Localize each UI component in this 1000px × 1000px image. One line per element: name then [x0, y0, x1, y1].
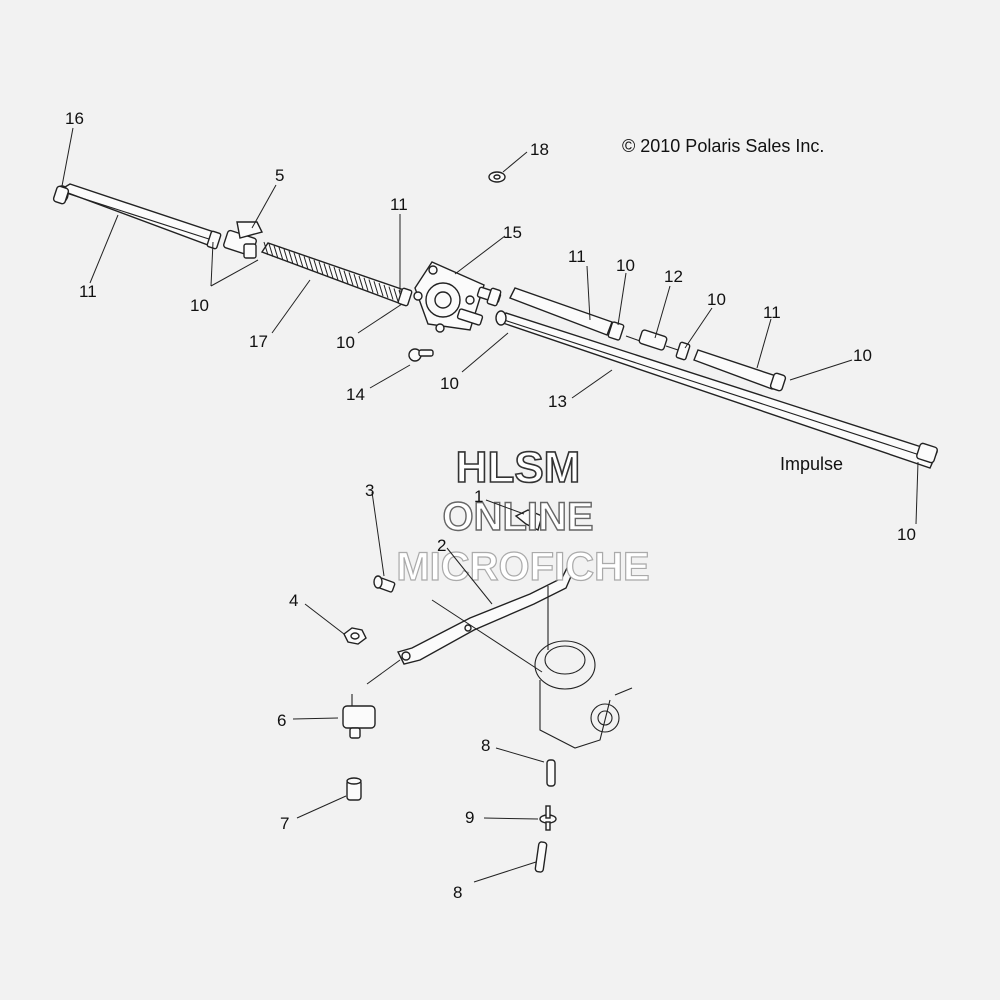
callout-8: 8 — [453, 883, 462, 902]
callout-10: 10 — [853, 346, 872, 365]
bracket-clip — [514, 509, 543, 532]
inline-fuel-filter — [625, 329, 679, 351]
spring-coil — [318, 261, 324, 275]
callout-13: 13 — [548, 392, 567, 411]
svg-text:HLSM: HLSM — [456, 443, 581, 492]
spring-coil — [388, 286, 394, 300]
callout-14: 14 — [346, 385, 365, 404]
callout-16: 16 — [65, 109, 84, 128]
spring-coil — [288, 250, 294, 265]
callout-numbers: 16 11 10 5 17 10 11 15 18 14 10 11 10 12… — [65, 109, 916, 902]
svg-text:ONLINE: ONLINE — [442, 495, 593, 539]
spring-coil — [268, 243, 274, 257]
callout-12: 12 — [664, 267, 683, 286]
pin-lower — [534, 841, 548, 873]
callout-4: 4 — [289, 591, 298, 610]
spring-coil — [338, 268, 344, 282]
callout-11: 11 — [79, 282, 97, 301]
copyright-notice: © 2010 Polaris Sales Inc. — [622, 136, 824, 156]
fuel-pump — [413, 261, 502, 333]
watermark: HLSM ONLINE MICROFICHE — [396, 442, 651, 589]
callout-17: 17 — [249, 332, 268, 351]
spring-coil — [298, 254, 304, 268]
callout-6: 6 — [277, 711, 286, 730]
spring-coil — [323, 263, 329, 277]
callout-11: 11 — [568, 247, 586, 266]
carburetor — [534, 640, 633, 749]
callout-10: 10 — [336, 333, 355, 352]
callout-10: 10 — [707, 290, 726, 309]
rubber-mount — [342, 694, 376, 739]
spring-coil — [343, 270, 349, 284]
spring-coil — [358, 275, 364, 290]
spring-coil — [263, 241, 269, 256]
flange-nut — [343, 627, 367, 645]
spring-coil — [303, 256, 309, 270]
callout-3: 3 — [365, 481, 374, 500]
spring-coil — [348, 272, 354, 286]
spring-coil — [378, 282, 384, 297]
hose-clamp-pump-outlet — [486, 287, 502, 307]
callout-11: 11 — [763, 303, 781, 322]
spring-coil — [328, 265, 334, 279]
spring-coil — [353, 273, 359, 288]
callout-11: 11 — [390, 195, 408, 214]
pin-upper — [546, 759, 556, 787]
spring-coil — [308, 257, 314, 272]
hose-end-cap-16 — [52, 185, 70, 205]
spring-coil — [313, 259, 319, 274]
callout-8: 8 — [481, 736, 490, 755]
fuel-hose-outlet — [509, 287, 613, 336]
callout-1: 1 — [474, 487, 483, 506]
hose-clamp-left — [206, 230, 222, 250]
callout-18: 18 — [530, 140, 549, 159]
spring-coil — [363, 277, 369, 291]
washer — [488, 171, 506, 183]
mounting-bracket — [396, 564, 573, 665]
callout-9: 9 — [465, 808, 474, 827]
spring-coil — [368, 279, 374, 293]
bracket-bolt — [373, 575, 396, 593]
fuel-shutoff-valve — [223, 221, 264, 259]
svg-text:MICROFICHE: MICROFICHE — [396, 545, 649, 589]
callout-5: 5 — [275, 166, 284, 185]
spring-coil — [393, 288, 399, 302]
spacer-bushing — [346, 777, 362, 801]
callout-10: 10 — [440, 374, 459, 393]
spring-coil — [273, 245, 279, 259]
callout-10: 10 — [616, 256, 635, 275]
callout-10: 10 — [190, 296, 209, 315]
spring-coil — [383, 284, 389, 299]
impulse-hose — [495, 310, 938, 469]
spring-coil — [373, 281, 379, 295]
callout-15: 15 — [503, 223, 522, 242]
model-label: Impulse — [780, 454, 843, 474]
spring-coil — [333, 266, 339, 281]
push-rivet — [408, 348, 434, 362]
leader-lines — [61, 127, 919, 883]
hose-clamp-pump-inlet — [397, 287, 413, 307]
spring-coil — [293, 252, 299, 266]
hose-end-cap-right — [769, 372, 787, 392]
spring-coil — [283, 248, 289, 263]
fitting-connector — [539, 805, 557, 831]
callout-10: 10 — [897, 525, 916, 544]
callout-2: 2 — [437, 536, 446, 555]
callout-7: 7 — [280, 814, 289, 833]
spring-coil — [278, 247, 284, 261]
